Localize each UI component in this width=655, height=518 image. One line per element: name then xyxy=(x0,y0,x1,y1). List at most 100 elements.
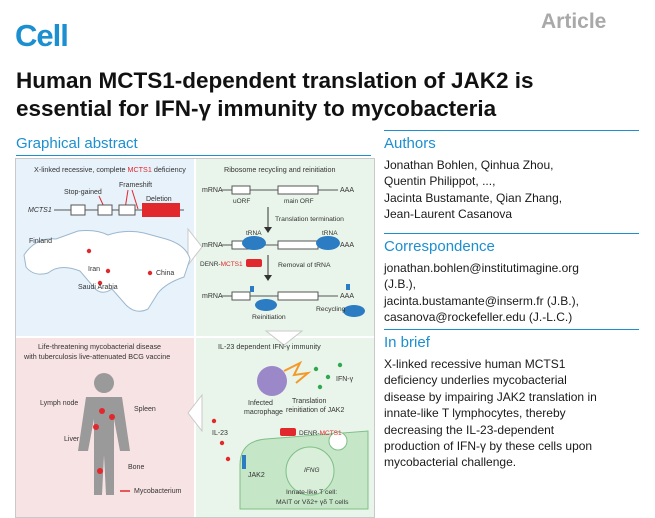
in-brief-divider xyxy=(384,329,639,330)
correspondence-line: (J.B.), xyxy=(384,277,416,292)
arrow-down-icon xyxy=(264,330,304,346)
frameshift-label: Frameshift xyxy=(119,182,152,189)
exon-2 xyxy=(97,204,113,216)
in-brief-heading: In brief xyxy=(384,334,430,351)
uorf-box-1 xyxy=(231,185,251,195)
mrna-label-3: mRNA xyxy=(202,293,223,300)
il23-receptor-icon xyxy=(242,455,246,469)
ifng-dot xyxy=(337,362,343,368)
mrna-label-1: mRNA xyxy=(202,187,223,194)
authors-list: Jonathan Bohlen, Qinhua Zhou, Quentin Ph… xyxy=(384,157,644,223)
main-orf-box-2 xyxy=(277,240,319,250)
immunity-panel-title: IL-23 dependent IFN-γ immunity xyxy=(218,342,321,351)
ribosome-recycled-icon xyxy=(343,305,365,317)
lymph-node-lesion xyxy=(99,408,105,414)
deletion-block xyxy=(142,203,180,217)
frameshift-marker-2 xyxy=(131,189,139,210)
main-orf-box-1 xyxy=(277,185,319,195)
ifng-gene-label: IFNG xyxy=(304,467,320,474)
ribosome-2-icon xyxy=(316,236,340,250)
denr-mcts1-complex-icon xyxy=(280,428,296,436)
liver-label: Liver xyxy=(64,436,80,443)
graphical-abstract-svg: X-linked recessive, complete MCTS1 defic… xyxy=(16,159,374,517)
country-saudi-arabia: Saudi Arabia xyxy=(78,284,118,291)
translation-termination-label: Translation termination xyxy=(275,216,344,223)
ifng-dot xyxy=(317,384,323,390)
nucleus-icon xyxy=(285,446,335,496)
deletion-label: Deletion xyxy=(146,196,172,203)
in-brief-line: disease by impairing JAK2 translation in xyxy=(384,389,597,404)
in-brief-line: deficiency underlies mycobacterial xyxy=(384,373,567,388)
spleen-lesion xyxy=(109,414,115,420)
activation-burst-icon xyxy=(283,360,312,384)
mycobacterium-label: Mycobacterium xyxy=(134,488,182,495)
small-subunit-1-icon xyxy=(250,286,254,292)
exon-1 xyxy=(70,204,86,216)
ifng-dot xyxy=(313,366,319,372)
article-title: Human MCTS1-dependent translation of JAK… xyxy=(16,67,646,123)
main-orf-label: main ORF xyxy=(284,198,314,205)
title-line-1: Human MCTS1-dependent translation of JAK… xyxy=(16,68,534,93)
ribosome-panel-title: Ribosome recycling and reinitiation xyxy=(224,165,335,174)
disease-panel-title-line-1: Life-threatening mycobacterial disease xyxy=(38,342,161,351)
authors-line: Quentin Philippot, ..., xyxy=(384,174,496,189)
trna-label-1: tRNA xyxy=(246,230,262,237)
country-china: China xyxy=(156,270,174,277)
gene-label: MCTS1 xyxy=(28,207,52,214)
arrow-right-icon xyxy=(187,227,203,267)
finland-marker xyxy=(86,248,92,254)
correspondence-list: jonathan.bohlen@institutimagine.org (J.B… xyxy=(384,260,652,326)
article-type-label: Article xyxy=(541,10,607,33)
disease-panel-title-line-2: with tuberculosis live-attenuated BCG va… xyxy=(23,352,170,361)
in-brief-line: X-linked recessive human MCTS1 xyxy=(384,357,566,371)
infected-macrophage-icon xyxy=(257,366,287,396)
t-cell-label-line-2: MAIT or Vδ2+ γδ T cells xyxy=(276,499,349,506)
authors-divider xyxy=(384,130,639,131)
liver-lesion xyxy=(93,424,99,430)
polya-label-2: AAA xyxy=(340,242,354,249)
reinitiation-label: Reinitiation xyxy=(252,314,286,321)
denr-mcts1-label: DENR-MCTS1 xyxy=(299,430,342,437)
il23-label: IL-23 xyxy=(212,430,228,437)
genetics-panel-title: X-linked recessive, complete MCTS1 defic… xyxy=(34,165,186,174)
bone-label: Bone xyxy=(128,464,144,471)
journal-logo: Cell xyxy=(15,18,69,53)
china-marker xyxy=(147,270,153,276)
ribosome-reinit-icon xyxy=(255,299,277,311)
correspondence-heading: Correspondence xyxy=(384,238,495,255)
ifng-label: IFN-γ xyxy=(336,376,354,383)
in-brief-line: innate-like T lymphocytes, thereby xyxy=(384,406,566,421)
il23-dot xyxy=(211,418,217,424)
graphical-abstract-divider xyxy=(16,155,371,156)
translation-reinit-label-line-2: reinitiation of JAK2 xyxy=(286,407,344,414)
infected-macrophage-label-line-1: Infected xyxy=(248,400,273,407)
polya-label-1: AAA xyxy=(340,187,354,194)
il23-dot xyxy=(225,456,231,462)
uorf-box-3 xyxy=(231,291,251,301)
correspondence-email-link[interactable]: jacinta.bustamante@inserm.fr (J.B.), xyxy=(384,293,579,308)
il23-dot xyxy=(219,440,225,446)
title-line-2: essential for IFN-γ immunity to mycobact… xyxy=(16,96,497,121)
bone-lesion xyxy=(97,468,103,474)
correspondence-email-link[interactable]: jonathan.bohlen@institutimagine.org xyxy=(384,261,579,275)
uorf-label: uORF xyxy=(233,198,250,205)
arrow-termination-head-icon xyxy=(264,227,272,233)
infected-macrophage-label-line-2: macrophage xyxy=(244,409,283,416)
saudi-arabia-marker xyxy=(97,280,103,286)
human-silhouette-icon xyxy=(78,373,130,495)
in-brief-line: decreasing the IL-23-dependent xyxy=(384,422,555,437)
authors-line: Jean-Laurent Casanova xyxy=(384,207,513,222)
correspondence-email-link[interactable]: casanova@rockefeller.edu (J.-L.C.) xyxy=(384,310,573,325)
denr-mcts1-label: DENR-MCTS1 xyxy=(200,261,243,268)
graphical-abstract-heading: Graphical abstract xyxy=(16,135,138,152)
in-brief-line: production of IFN-γ by these cells upon xyxy=(384,439,593,454)
authors-line: Jacinta Bustamante, Qian Zhang, xyxy=(384,190,563,205)
ifng-dot xyxy=(325,374,331,380)
removal-of-trna-label: Removal of tRNA xyxy=(278,262,331,269)
authors-heading: Authors xyxy=(384,135,436,152)
stop-gained-label: Stop-gained xyxy=(64,189,102,196)
trna-label-2: tRNA xyxy=(322,230,338,237)
vesicle-icon xyxy=(328,431,348,451)
denr-mcts1-complex-icon xyxy=(246,259,262,267)
main-orf-box-3 xyxy=(277,291,319,301)
